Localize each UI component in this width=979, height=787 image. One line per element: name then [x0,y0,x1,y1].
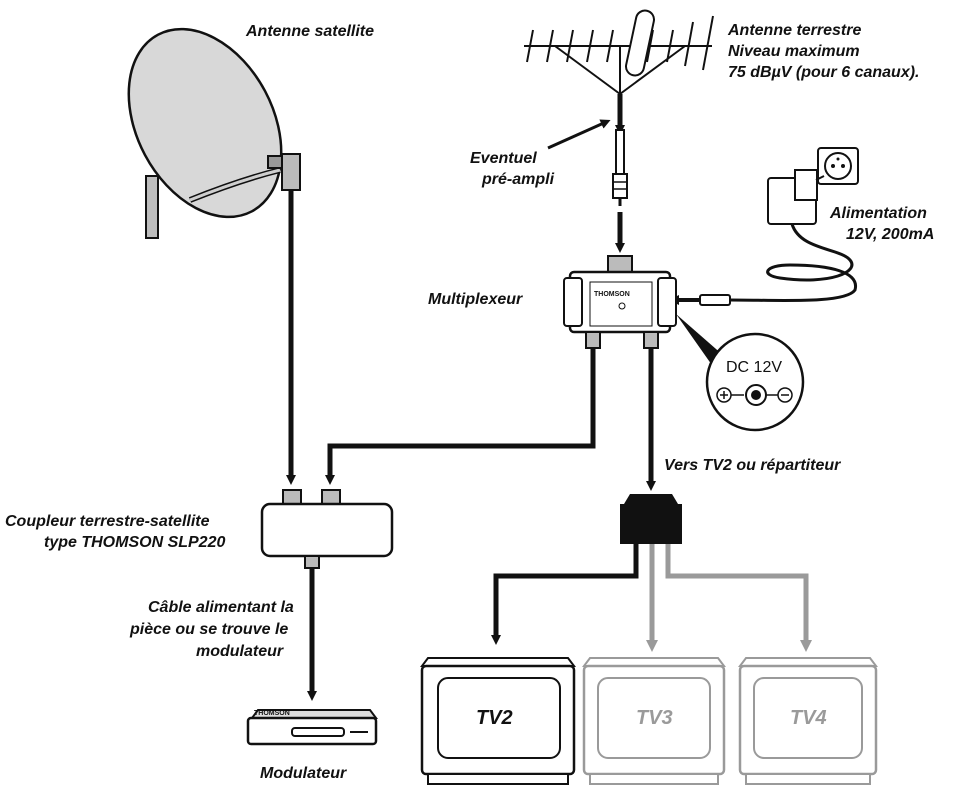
multiplexer-label: Multiplexeur [428,291,523,308]
modulator-brand: THOMSON [254,710,290,717]
terrestrial-antenna-label-2: Niveau maximum [728,43,860,60]
dc-polarity-icon [716,384,793,406]
multiplexer-icon [563,255,677,349]
tv4-icon [738,657,878,785]
power-supply-label-2: 12V, 200mA [846,226,934,243]
power-plug-icon [699,294,731,306]
tv2-icon [420,657,576,785]
preamp-label-2: pré-ampli [481,171,555,188]
dc-voltage-label: DC 12V [726,359,782,376]
power-supply-label-1: Alimentation [829,205,927,222]
tv3-label: TV3 [636,707,673,729]
dc-callout-pointer [676,314,724,368]
terrestrial-antenna-label-1: Antenne terrestre [727,22,861,39]
preamp-connector-icon [612,173,628,199]
tv3-icon [582,657,726,785]
modulator-icon [246,709,378,746]
splitter-to-tv2-cable [491,544,639,645]
tv2-label: TV2 [476,707,513,729]
antenna-cable [615,129,625,175]
modulator-label: Modulateur [260,765,347,782]
power-outlet-icon [817,147,859,185]
preamp-pointer [547,119,611,150]
cable-label-3: modulateur [196,643,284,660]
coupler-label-1: Coupleur terrestre-satellite [5,513,210,530]
cable-label-1: Câble alimentant la [148,599,294,616]
satellite-antenna-label: Antenne satellite [245,23,374,40]
terrestrial-antenna-icon [524,9,714,95]
power-cable [729,223,857,303]
splitter-icon [620,494,682,544]
coupler-icon [260,489,394,569]
dc-jack-callout [705,332,805,432]
preamp-label-1: Eventuel [470,150,537,167]
coupler-label-2: type THOMSON SLP220 [44,534,225,551]
tv4-label: TV4 [790,707,827,729]
vers-tv2-label: Vers TV2 ou répartiteur [664,457,841,474]
terrestrial-antenna-label-3: 75 dBµV (pour 6 canaux). [728,64,919,81]
cable-label-2: pièce ou se trouve le [129,621,288,638]
multiplexer-brand: THOMSON [594,291,630,298]
splitter-to-tv4-cable [665,544,809,640]
satellite-dish-icon [127,27,301,239]
mux-to-coupler-cable [325,348,596,485]
power-adapter-icon [767,169,825,225]
